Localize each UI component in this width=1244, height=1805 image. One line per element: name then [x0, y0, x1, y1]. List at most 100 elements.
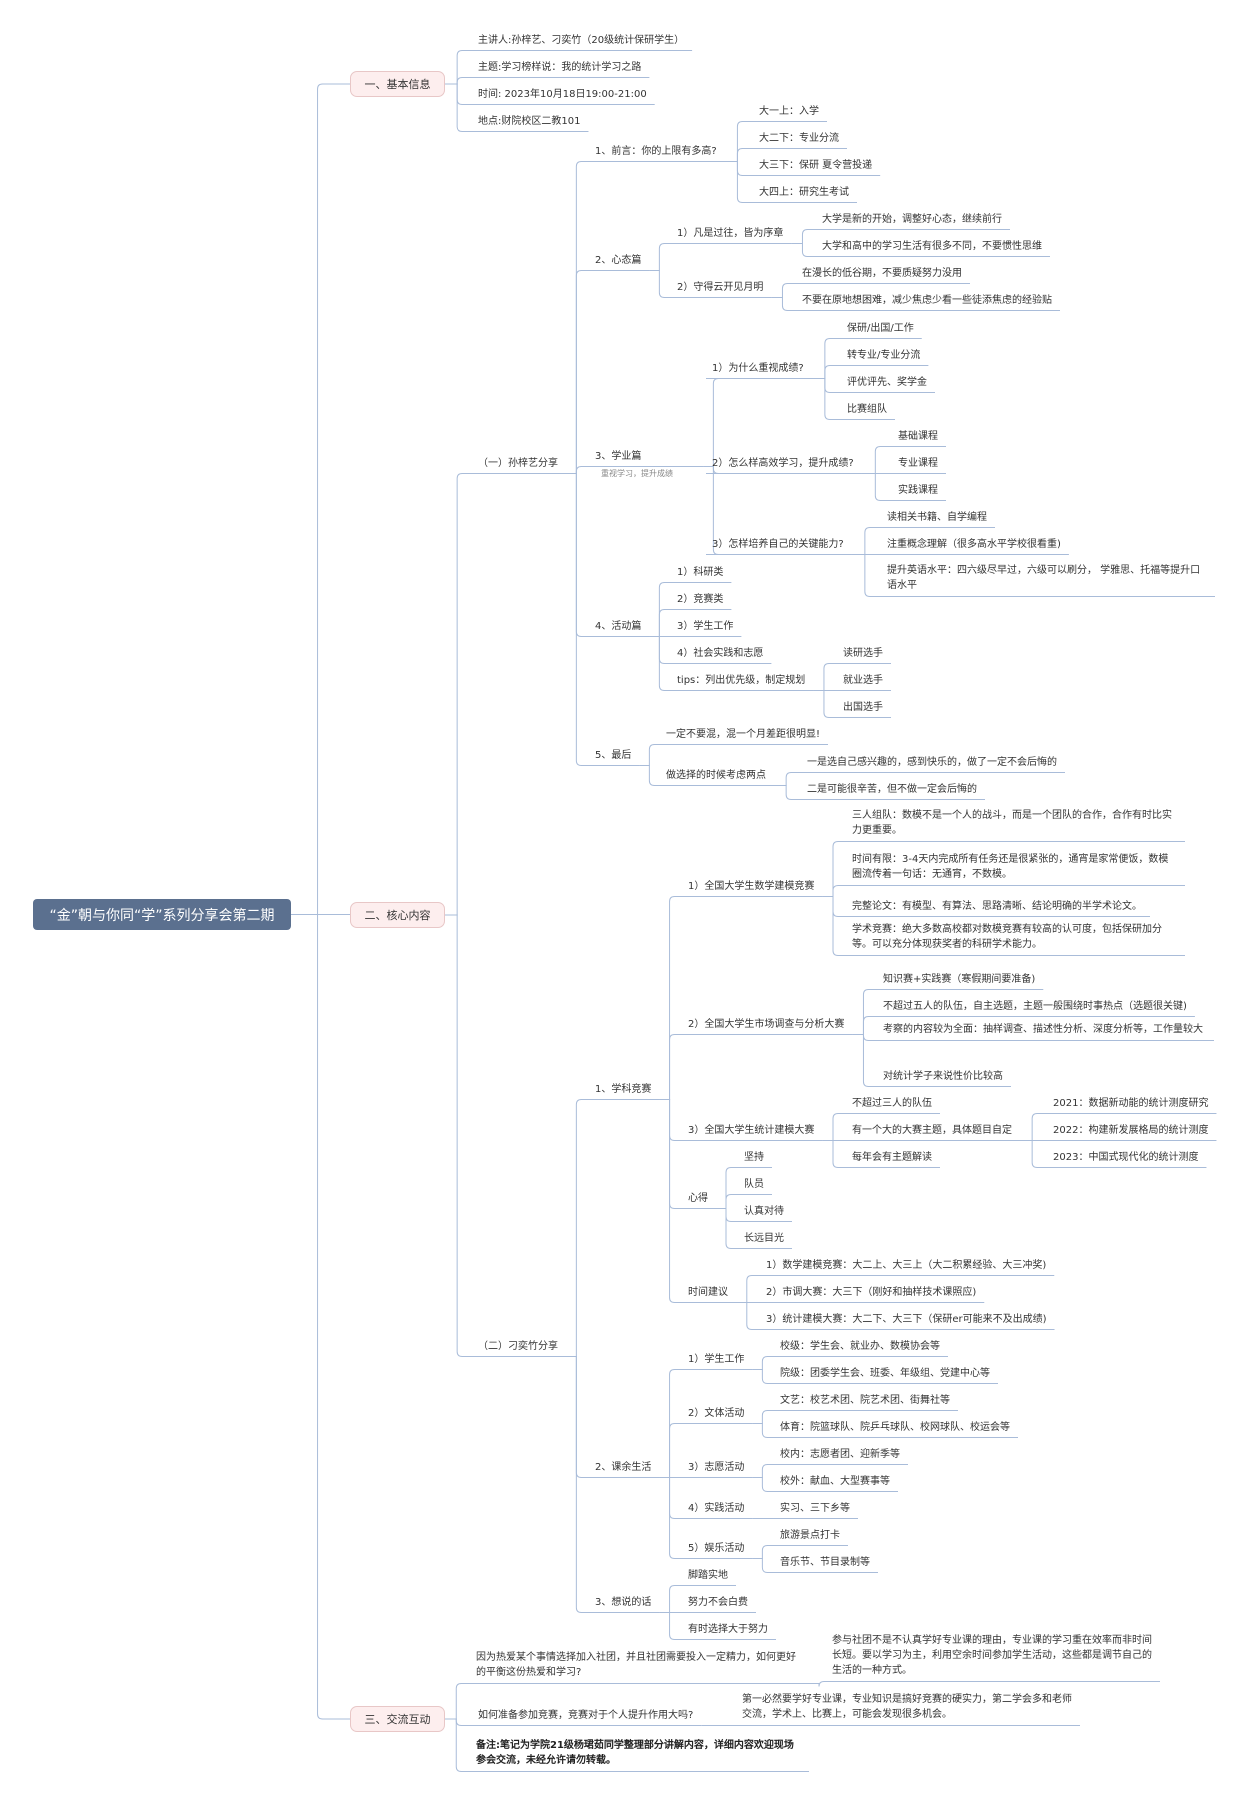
node-activity[interactable]: 4、活动篇: [595, 621, 642, 632]
node-stat-modeling[interactable]: 3）全国大学生统计建模大赛: [688, 1125, 815, 1136]
node-market-item[interactable]: 知识赛+实践赛（寒假期间要准备): [883, 974, 1036, 985]
node-volunteer[interactable]: 3）志愿活动: [688, 1462, 745, 1473]
node-fun-item[interactable]: 音乐节、节目录制等: [780, 1557, 870, 1568]
node-time[interactable]: 时间: 2023年10月18日19:00-21:00: [478, 89, 647, 100]
node-last[interactable]: 5、最后: [595, 750, 632, 761]
node-topic[interactable]: 主题:学习榜样说：我的统计学习之路: [478, 62, 642, 73]
node-art-item[interactable]: 文艺：校艺术团、院艺术团、街舞社等: [780, 1395, 950, 1406]
node-study-c-item[interactable]: 提升英语水平：四六级尽早过，六级可以刷分， 学雅思、托福等提升口语水平: [887, 565, 1201, 591]
node-study-b[interactable]: 2）怎么样高效学习，提升成绩?: [712, 458, 854, 469]
node-last-b[interactable]: 做选择的时候考虑两点: [666, 770, 766, 781]
node-words[interactable]: 3、想说的话: [595, 1597, 652, 1608]
root-topic[interactable]: “金”朝与你同“学”系列分享会第二期: [33, 899, 291, 930]
node-study-a-item[interactable]: 保研/出国/工作: [847, 323, 914, 334]
node-fun-item[interactable]: 旅游景点打卡: [780, 1530, 840, 1541]
node-study-a[interactable]: 1）为什么重视成绩?: [712, 363, 804, 374]
node-stat-item[interactable]: 不超过三人的队伍: [852, 1098, 932, 1109]
node-exp-item[interactable]: 认真对待: [744, 1206, 784, 1217]
node-market-item[interactable]: 不超过五人的队伍，自主选题，主题一般围绕时事热点（选题很关键): [883, 1001, 1187, 1012]
node-sun-share[interactable]: （一）孙梓艺分享: [478, 458, 558, 469]
node-math-item[interactable]: 三人组队：数模不是一个人的战斗，而是一个团队的合作，合作有时比实力更重要。: [852, 810, 1172, 836]
node-time-advice[interactable]: 时间建议: [688, 1287, 728, 1298]
node-mindset-b-item[interactable]: 不要在原地想困难，减少焦虑少看一些徒添焦虑的经验贴: [802, 295, 1052, 306]
node-vol-item[interactable]: 校内：志愿者团、迎新季等: [780, 1449, 900, 1460]
node-arts-sports[interactable]: 2）文体活动: [688, 1408, 745, 1419]
node-activity-item[interactable]: 1）科研类: [677, 567, 724, 578]
node-intro-item[interactable]: 大二下：专业分流: [759, 133, 839, 144]
node-words-item[interactable]: 脚踏实地: [688, 1570, 728, 1581]
node-intro-item[interactable]: 大三下：保研 夏令营投递: [759, 160, 873, 171]
node-exp-item[interactable]: 长远目光: [744, 1233, 784, 1244]
node-answer-2[interactable]: 第一必然要学好专业课，专业知识是搞好竞赛的硬实力，第二学会多和老师交流，学术上、…: [742, 1694, 1072, 1720]
node-math-item[interactable]: 时间有限：3-4天内完成所有任务还是很紧张的，通宵是家常便饭，数模圈流传着一句话…: [852, 854, 1169, 880]
node-art-item[interactable]: 体育：院篮球队、院乒乓球队、校网球队、校运会等: [780, 1422, 1010, 1433]
node-stat-item[interactable]: 有一个大的大赛主题，具体题目自定: [852, 1125, 1012, 1136]
node-intro-item[interactable]: 大一上：入学: [759, 106, 819, 117]
node-activity-item[interactable]: 2）竞赛类: [677, 594, 724, 605]
node-study[interactable]: 3、学业篇: [595, 451, 642, 462]
node-intro-item[interactable]: 大四上：研究生考试: [759, 187, 849, 198]
node-note[interactable]: 备注:笔记为学院21级杨珺茹同学整理部分讲解内容，详细内容欢迎现场参会交流，未经…: [476, 1740, 794, 1766]
node-stat-year[interactable]: 2021：数据新动能的统计测度研究: [1053, 1098, 1209, 1109]
node-time-item[interactable]: 3）统计建模大赛：大二下、大三下（保研er可能来不及出成绩): [766, 1314, 1047, 1325]
node-study-b-item[interactable]: 专业课程: [898, 458, 938, 469]
node-stat-year[interactable]: 2023：中国式现代化的统计测度: [1053, 1152, 1199, 1163]
node-math-item[interactable]: 完整论文：有模型、有算法、思路清晰、结论明确的半学术论文。: [852, 901, 1142, 912]
node-market-survey[interactable]: 2）全国大学生市场调查与分析大赛: [688, 1019, 845, 1030]
node-mindset-b-item[interactable]: 在漫长的低谷期，不要质疑努力没用: [802, 268, 962, 279]
node-study-b-item[interactable]: 基础课程: [898, 431, 938, 442]
node-exp-item[interactable]: 队员: [744, 1179, 764, 1190]
node-speakers[interactable]: 主讲人:孙梓艺、刁奕竹（20级统计保研学生）: [478, 35, 685, 46]
node-answer-1[interactable]: 参与社团不是不认真学好专业课的理由，专业课的学习重在效率而非时间长短。要以学习为…: [832, 1635, 1152, 1676]
node-intro[interactable]: 1、前言：你的上限有多高?: [595, 146, 717, 157]
node-time-item[interactable]: 2）市调大赛：大三下（刚好和抽样技术课照应): [766, 1287, 977, 1298]
node-study-a-item[interactable]: 比赛组队: [847, 404, 887, 415]
node-last-b-item[interactable]: 一是选自己感兴趣的，感到快乐的，做了一定不会后悔的: [807, 757, 1057, 768]
node-study-a-item[interactable]: 评优评先、奖学金: [847, 377, 927, 388]
node-question-2[interactable]: 如何准备参加竞赛，竞赛对于个人提升作用大吗?: [478, 1710, 694, 1721]
node-question-1[interactable]: 因为热爱某个事情选择加入社团，并且社团需要投入一定精力，如何更好的平衡这份热爱和…: [476, 1652, 796, 1678]
node-mindset-b[interactable]: 2）守得云开见月明: [677, 282, 764, 293]
node-work-item[interactable]: 校级：学生会、就业办、数模协会等: [780, 1341, 940, 1352]
node-stat-year[interactable]: 2022：构建新发展格局的统计测度: [1053, 1125, 1209, 1136]
node-entertainment[interactable]: 5）娱乐活动: [688, 1543, 745, 1554]
node-study-c[interactable]: 3）怎样培养自己的关键能力?: [712, 539, 844, 550]
node-words-item[interactable]: 努力不会白费: [688, 1597, 748, 1608]
node-words-item[interactable]: 有时选择大于努力: [688, 1624, 768, 1635]
node-tips-item[interactable]: 就业选手: [843, 675, 883, 686]
node-math-item[interactable]: 学术竞赛：绝大多数高校都对数模竞赛有较高的认可度，包括保研加分等。可以充分体现获…: [852, 924, 1162, 950]
node-activity-item[interactable]: 4）社会实践和志愿: [677, 648, 764, 659]
node-math-modeling[interactable]: 1）全国大学生数学建模竞赛: [688, 881, 815, 892]
node-market-item[interactable]: 考察的内容较为全面：抽样调查、描述性分析、深度分析等，工作量较大: [883, 1024, 1203, 1035]
node-competition[interactable]: 1、学科竞赛: [595, 1084, 652, 1095]
node-practice[interactable]: 4）实践活动: [688, 1503, 745, 1514]
node-last-a[interactable]: 一定不要混，混一个月差距很明显!: [666, 729, 821, 740]
node-student-work[interactable]: 1）学生工作: [688, 1354, 745, 1365]
node-time-item[interactable]: 1）数学建模竞赛：大二上、大三上（大二积累经验、大三冲奖): [766, 1260, 1047, 1271]
node-market-item[interactable]: 对统计学子来说性价比较高: [883, 1071, 1003, 1082]
node-activity-item[interactable]: 3）学生工作: [677, 621, 734, 632]
node-place[interactable]: 地点:财院校区二教101: [478, 116, 581, 127]
node-mindset[interactable]: 2、心态篇: [595, 255, 642, 266]
node-vol-item[interactable]: 校外：献血、大型赛事等: [780, 1476, 890, 1487]
node-stat-item[interactable]: 每年会有主题解读: [852, 1152, 932, 1163]
node-study-b-item[interactable]: 实践课程: [898, 485, 938, 496]
node-mindset-a[interactable]: 1）凡是过往，皆为序章: [677, 228, 784, 239]
node-mindset-a-item[interactable]: 大学是新的开始，调整好心态，继续前行: [822, 214, 1002, 225]
node-extracurricular[interactable]: 2、课余生活: [595, 1462, 652, 1473]
node-activity-tips[interactable]: tips：列出优先级，制定规划: [677, 675, 806, 686]
section-core-content[interactable]: 二、核心内容: [350, 902, 445, 928]
node-mindset-a-item[interactable]: 大学和高中的学习生活有很多不同，不要惯性思维: [822, 241, 1042, 252]
node-prac-item[interactable]: 实习、三下乡等: [780, 1503, 850, 1514]
section-interaction[interactable]: 三、交流互动: [350, 1706, 445, 1732]
node-tips-item[interactable]: 读研选手: [843, 648, 883, 659]
node-work-item[interactable]: 院级：团委学生会、班委、年级组、党建中心等: [780, 1368, 990, 1379]
node-tips-item[interactable]: 出国选手: [843, 702, 883, 713]
node-exp-item[interactable]: 坚持: [744, 1152, 764, 1163]
node-study-c-item[interactable]: 读相关书籍、自学编程: [887, 512, 987, 523]
node-experience[interactable]: 心得: [688, 1193, 708, 1204]
section-basic-info[interactable]: 一、基本信息: [350, 71, 445, 97]
node-diao-share[interactable]: （二）刁奕竹分享: [478, 1341, 558, 1352]
node-study-a-item[interactable]: 转专业/专业分流: [847, 350, 921, 361]
node-last-b-item[interactable]: 二是可能很辛苦，但不做一定会后悔的: [807, 784, 977, 795]
